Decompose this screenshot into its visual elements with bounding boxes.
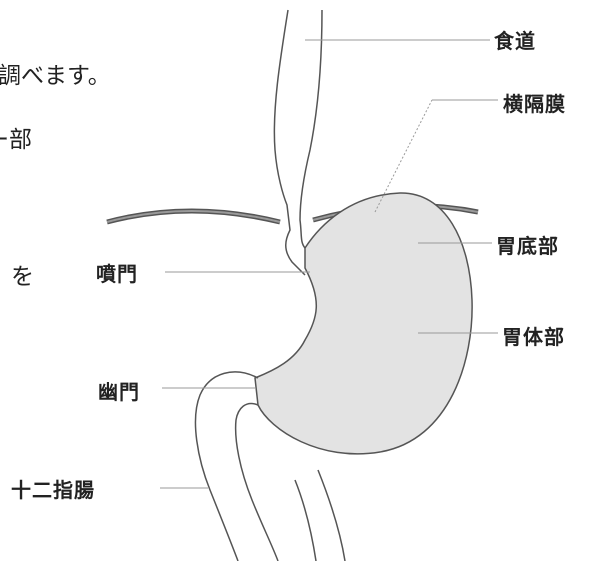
stomach-lower-line	[318, 470, 345, 561]
label-pylorus: 幽門	[98, 376, 140, 405]
esophagus-left-wall	[274, 10, 305, 275]
label-diaphragm: 横隔膜	[503, 88, 566, 117]
label-body: 胃体部	[502, 321, 565, 350]
label-fundus: 胃底部	[496, 230, 559, 259]
stomach-lower-line-2	[295, 480, 316, 561]
duodenum-outer-wall	[195, 372, 258, 561]
duodenum-inner-wall	[236, 403, 278, 561]
label-duodenum: 十二指腸	[11, 474, 95, 503]
label-esophagus: 食道	[494, 25, 536, 54]
stomach-shape	[255, 193, 472, 454]
label-cardia: 噴門	[96, 258, 138, 287]
esophagus-right-wall	[300, 10, 322, 248]
